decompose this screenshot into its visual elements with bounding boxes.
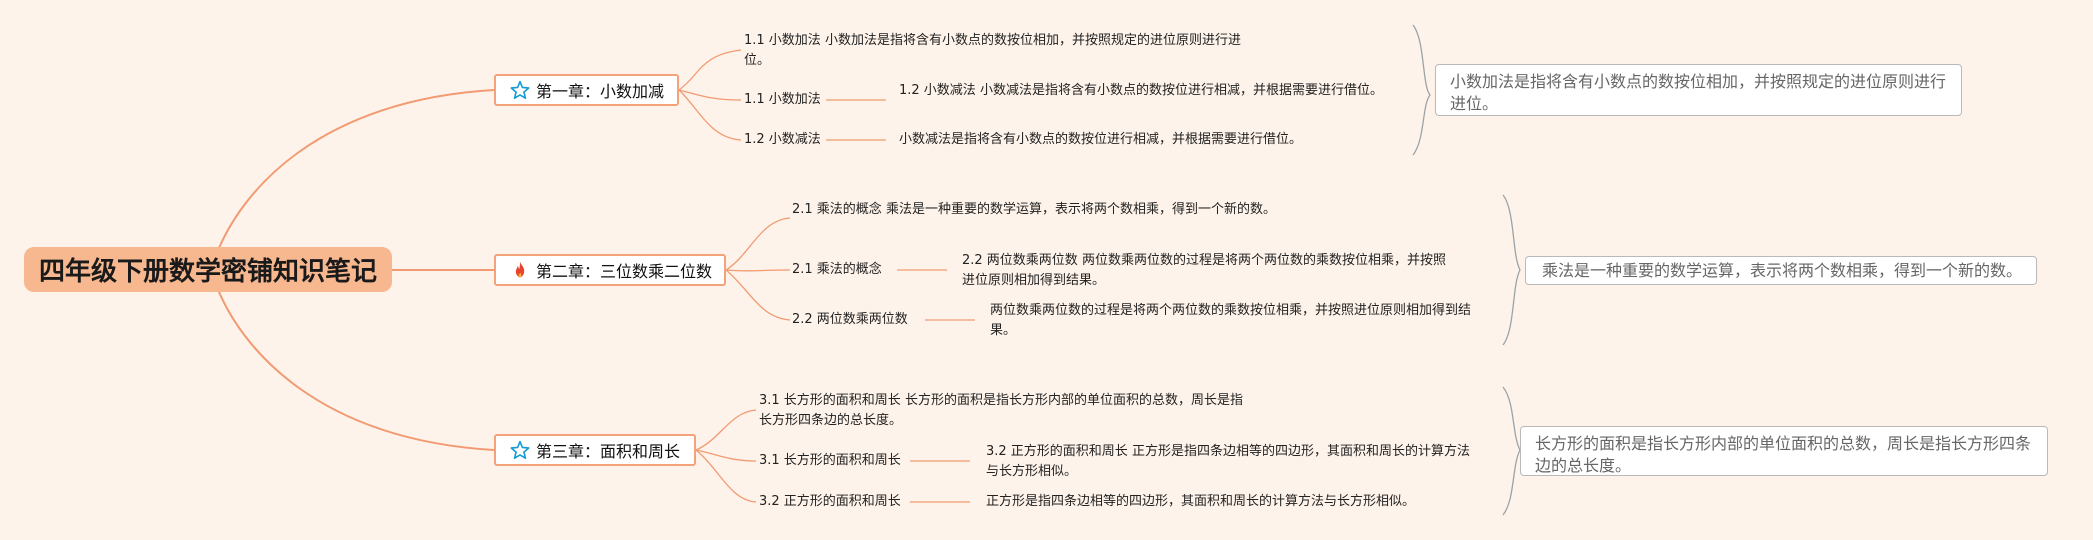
chapter-3-item-1-label[interactable]: 3.1 长方形的面积和周长: [759, 453, 901, 468]
star-icon: [510, 80, 530, 100]
chapter-3-item-2-detail[interactable]: 正方形是指四条边相等的四边形，其面积和周长的计算方法与长方形相似。: [986, 494, 1416, 509]
link-root-ch3: [214, 281, 495, 451]
chapter-2-label: 第二章：三位数乘二位数: [536, 262, 713, 281]
chapter-1-item-1-label[interactable]: 1.1 小数加法: [744, 92, 821, 107]
chapter-3-item-2-label[interactable]: 3.2 正方形的面积和周长: [759, 494, 901, 509]
chapter-3-label: 第三章：面积和周长: [536, 442, 681, 461]
chapter-2-top-note[interactable]: 2.1 乘法的概念 乘法是一种重要的数学运算，表示将两个数相乘，得到一个新的数。: [792, 202, 1276, 217]
link-root-ch1: [214, 89, 495, 259]
chapter-3-item-1-detail[interactable]: 3.2 正方形的面积和周长 正方形是指四条边相等的四边形，其面积和周长的计算方法…: [986, 444, 1470, 479]
chapter-1-item-2-detail[interactable]: 小数减法是指将含有小数点的数按位进行相减，并根据需要进行借位。: [899, 132, 1303, 147]
chapter-3-summary[interactable]: 长方形的面积是指长方形内部的单位面积的总数，周长是指长方形四条边的总长度。: [1520, 426, 2048, 476]
chapter-3-top-note[interactable]: 3.1 长方形的面积和周长 长方形的面积是指长方形内部的单位面积的总数，周长是指…: [759, 393, 1243, 428]
root-topic[interactable]: 四年级下册数学密铺知识笔记: [24, 247, 392, 292]
chapter-2-item-2-detail[interactable]: 两位数乘两位数的过程是将两个两位数的乘数按位相乘，并按照进位原则相加得到结果。: [990, 303, 1472, 338]
chapter-1-label: 第一章：小数加减: [536, 82, 665, 101]
chapter-1-item-2-label[interactable]: 1.2 小数减法: [744, 132, 821, 147]
fire-icon: [510, 260, 530, 280]
chapter-1-summary[interactable]: 小数加法是指将含有小数点的数按位相加，并按照规定的进位原则进行进位。: [1435, 64, 1962, 116]
chapter-2-node[interactable]: 第二章：三位数乘二位数: [494, 254, 726, 286]
brace-ch2: [1502, 194, 1521, 346]
brace-ch3: [1502, 386, 1521, 516]
chapter-2-item-1-label[interactable]: 2.1 乘法的概念: [792, 262, 882, 277]
brace-ch1: [1412, 24, 1431, 156]
chapter-1-top-note[interactable]: 1.1 小数加法 小数加法是指将含有小数点的数按位相加，并按照规定的进位原则进行…: [744, 33, 1241, 68]
star-icon: [510, 440, 530, 460]
chapter-3-node[interactable]: 第三章：面积和周长: [494, 434, 696, 466]
chapter-1-item-1-detail[interactable]: 1.2 小数减法 小数减法是指将含有小数点的数按位进行相减，并根据需要进行借位。: [899, 83, 1383, 98]
chapter-1-node[interactable]: 第一章：小数加减: [494, 74, 679, 106]
chapter-2-item-2-label[interactable]: 2.2 两位数乘两位数: [792, 312, 908, 327]
chapter-2-item-1-detail[interactable]: 2.2 两位数乘两位数 两位数乘两位数的过程是将两个两位数的乘数按位相乘，并按照…: [962, 253, 1446, 288]
chapter-2-summary[interactable]: 乘法是一种重要的数学运算，表示将两个数相乘，得到一个新的数。: [1525, 256, 2037, 285]
